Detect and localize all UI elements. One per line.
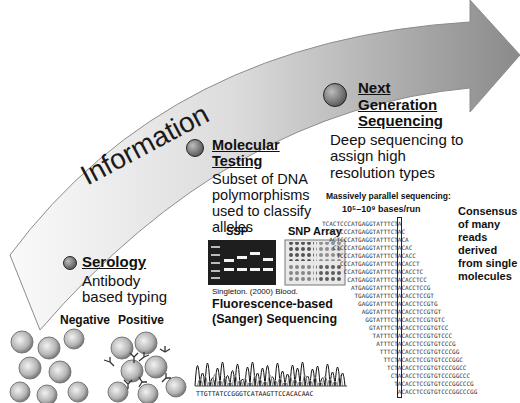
chromatogram (195, 362, 347, 386)
ssp-gel (237, 268, 247, 271)
sequence-read: TACACCTCCGTGTCCCGGCCCG (394, 380, 473, 387)
ssp-gel (208, 240, 276, 285)
base-calls: TTGTTATCCGGGTCATAAGTTCCACACAAC (196, 391, 313, 398)
positive-cells (138, 384, 158, 403)
snp-array (287, 242, 314, 261)
sequence-read: TCTACACCTCCGTGTCCCGGCC (387, 364, 466, 371)
ssp-gel (211, 270, 220, 272)
chromatogram (195, 362, 345, 386)
ssp-gel (237, 256, 247, 259)
ssp-gel (208, 240, 276, 285)
chromatogram (198, 374, 343, 386)
stage-node: Molecular TestingSubset of DNA polymorph… (186, 138, 340, 236)
sequence-read: GAGGTATTTCTACACCTCCGTG (358, 300, 437, 307)
bullet-circle (63, 256, 77, 270)
result-label: Positive (118, 314, 164, 328)
stage-heading: Next Generation Sequencing (358, 80, 468, 130)
sequence-read: GGTATTTCTACACCTCCGTGTC (365, 316, 444, 323)
sequence-read: CCATGAGGTATTTCTACACCTC (344, 268, 423, 275)
negative-cells (10, 382, 30, 402)
negative-cells (11, 331, 33, 353)
antibody-symbols (104, 346, 171, 389)
antibody-symbols (130, 353, 138, 363)
negative-cells (19, 357, 41, 379)
negative-cells (68, 382, 88, 402)
stage-heading: Molecular Testing (212, 138, 307, 170)
negative-cells (49, 361, 71, 383)
positive-cells (108, 382, 128, 402)
ssp-gel (211, 254, 220, 256)
stage-description: Antibody based typing (82, 273, 177, 306)
throughput-note: Massively parallel sequencing: (326, 192, 451, 202)
stage-node: Next Generation SequencingDeep sequencin… (323, 80, 470, 181)
positive-cells (111, 337, 133, 359)
positive-cells (135, 332, 157, 354)
bullet-circle (323, 83, 347, 107)
negative-cells (10, 329, 88, 403)
snp-array (316, 264, 343, 283)
positive-cells (108, 332, 186, 403)
sequence-read: ATTTCTACACCTCCGTGTCCCG (376, 340, 455, 347)
ssp-gel (250, 268, 260, 271)
result-label: Negative (60, 314, 110, 328)
ssp-gel (211, 262, 220, 264)
ssp-gel (263, 258, 273, 261)
sequence-read: AGGTATTTCTACACCTCCGTGT (362, 308, 441, 315)
progress-arrow (10, 0, 520, 330)
method-label: Fluorescence-based (Sanger) Sequencing (212, 297, 352, 327)
sequence-read: CCCATGAGGTATTTCTACACCT (340, 260, 419, 267)
antibody-symbols (124, 380, 132, 389)
sequence-read: CTCCCATGAGGTATTTCTACAC (333, 244, 412, 251)
sequence-read: TTCTACACCTCCGTGTCCCGGC (383, 356, 462, 363)
stage-heading: Serology (82, 254, 177, 271)
ssp-gel (224, 259, 234, 262)
antibody-symbols (104, 357, 114, 366)
sequence-read: CACTCCCATGAGGTATTTCTAC (326, 228, 405, 235)
sequence-read: GTATTTCTACACCTCCGTGTCC (369, 324, 448, 331)
sequence-read: TTTCTACACCTCCGTGTCCCGG (380, 348, 459, 355)
snp-array (287, 264, 314, 283)
antibody-symbols (160, 346, 170, 352)
sequence-read: ACTCCCATGAGGTATTTCTACA (329, 236, 408, 243)
stage-description: Deep sequencing to assign high resolutio… (330, 132, 470, 182)
ssp-gel (250, 252, 260, 255)
sequence-read: ACACCTCCGTGTCCCGGCCCGG (398, 388, 477, 395)
citation-note: Singleton. (2000) Blood. (212, 287, 298, 296)
sequence-read: TGAGGTATTTCTACACCTCCGT (355, 292, 434, 299)
sequence-read: TCACTCCCATGAGGTATTTCTA (322, 220, 401, 227)
negative-cells (38, 337, 60, 359)
ssp-gel (211, 277, 220, 279)
ssp-gel (224, 268, 234, 271)
ssp-gel (211, 246, 220, 248)
antibody-symbols (139, 377, 147, 387)
sequence-read: TCCCATGAGGTATTTCTACACC (336, 252, 415, 259)
positive-cells (166, 377, 186, 397)
antibody-symbols (139, 352, 149, 361)
negative-cells (37, 385, 57, 403)
sequence-read: CTACACCTCCGTGTCCCGGCCC (391, 372, 470, 379)
sequence-read: TATTTCTACACCTCCGTGTCCC (373, 332, 452, 339)
sequence-read: CATGAGGTATTTCTACACCTCC (347, 276, 426, 283)
stage-node: SerologyAntibody based typing (63, 254, 177, 306)
throughput-note: 10⁵–10⁹ bases/run (342, 204, 421, 214)
bullet-circle (186, 139, 204, 157)
sequence-read: ATGAGGTATTTCTACACCTCCG (351, 284, 430, 291)
negative-cells (64, 329, 84, 349)
antibody-symbols (162, 373, 171, 382)
method-label: SSP (226, 225, 248, 238)
positive-cells (145, 356, 167, 378)
consensus-note: Consensus of many reads derived from sin… (458, 205, 520, 283)
ssp-gel (263, 268, 273, 271)
chromatogram (195, 386, 347, 387)
